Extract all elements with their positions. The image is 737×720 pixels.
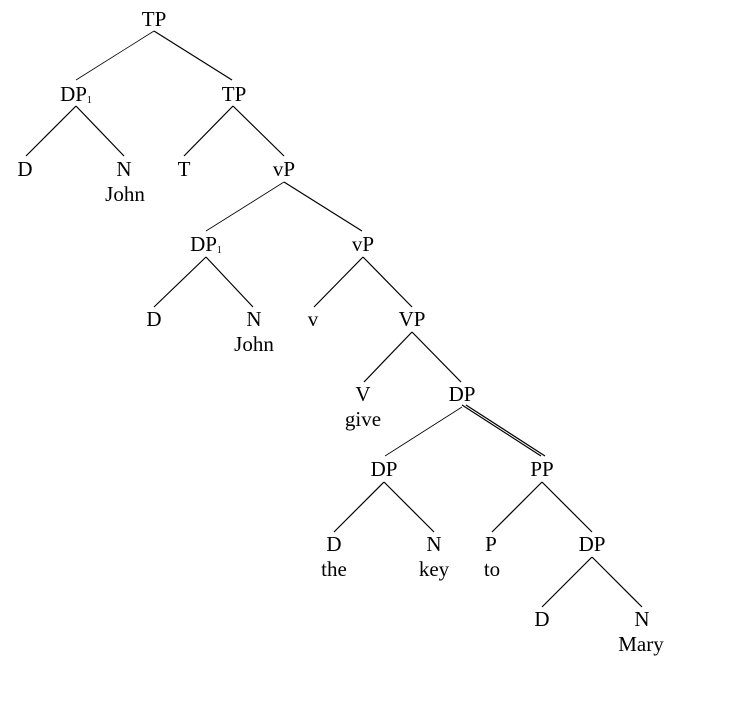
edge-pp-dp [541,481,593,533]
node-dp1-high-cat: DP [60,82,87,106]
node-v-light: v [307,307,319,331]
node-vp-bar: vP [351,232,375,256]
edge-vpbar-vpbig [362,256,413,308]
node-vp-upper: vP [272,157,296,181]
node-dp1-low-cat: DP [190,232,217,256]
word-give: give [344,407,382,431]
edge-dp1low-d [153,256,207,308]
edge-tp-dp1 [75,30,155,81]
node-dp-mary: DP [578,532,606,556]
node-d-mary: D [534,607,550,631]
edge-tpbar-t [183,105,234,157]
node-p-to: P [485,532,497,556]
edge-vpbig-dp [411,331,462,383]
node-tp-bar: TP [221,82,247,106]
node-pp: PP [530,457,554,481]
node-vp-big: VP [398,307,426,331]
node-dp1-high-index: 1 [86,95,92,106]
edge-vp-dp1 [205,181,285,232]
edge-vpbig-v [363,331,413,383]
edge-dpm-n [591,556,643,608]
edge-dp1-n [75,105,125,157]
edge-dpobj-pp-b [465,404,546,457]
node-n-mary: N [634,607,650,631]
node-tp-root: TP [141,7,167,31]
node-dp1-low: DP1 [190,232,222,263]
word-john-high: John [105,182,145,206]
node-d-low: D [146,307,162,331]
node-t: T [177,157,191,181]
node-n-low: N [246,307,262,331]
edge-tpbar-vp [232,105,285,157]
edge-dpobj-dp [384,406,463,457]
node-v-verb: V [355,382,371,406]
word-key: key [418,557,450,581]
edge-dp1low-n [205,256,254,308]
edge-vp-vpbar [283,181,363,232]
node-dp-object: DP [448,382,476,406]
edge-vpbar-v [313,256,364,308]
node-dp-the-key: DP [370,457,398,481]
edge-dp1-d [25,105,77,157]
edge-pp-p [491,481,543,533]
word-john-low: John [234,332,274,356]
word-to: to [483,557,501,581]
node-d-the: D [326,532,342,556]
node-dp1-low-index: 1 [216,245,222,256]
node-dp1-high: DP1 [60,82,92,113]
word-the: the [321,557,347,581]
edge-dptk-n [383,481,435,533]
node-n-key: N [426,532,442,556]
edge-dpobj-pp-a [461,404,542,457]
word-mary: Mary [618,632,664,656]
edge-dpm-d [541,556,593,608]
edge-dptk-d [333,481,385,533]
node-d-high: D [17,157,33,181]
node-n-high: N [116,157,132,181]
edge-tp-tpbar [153,30,233,81]
